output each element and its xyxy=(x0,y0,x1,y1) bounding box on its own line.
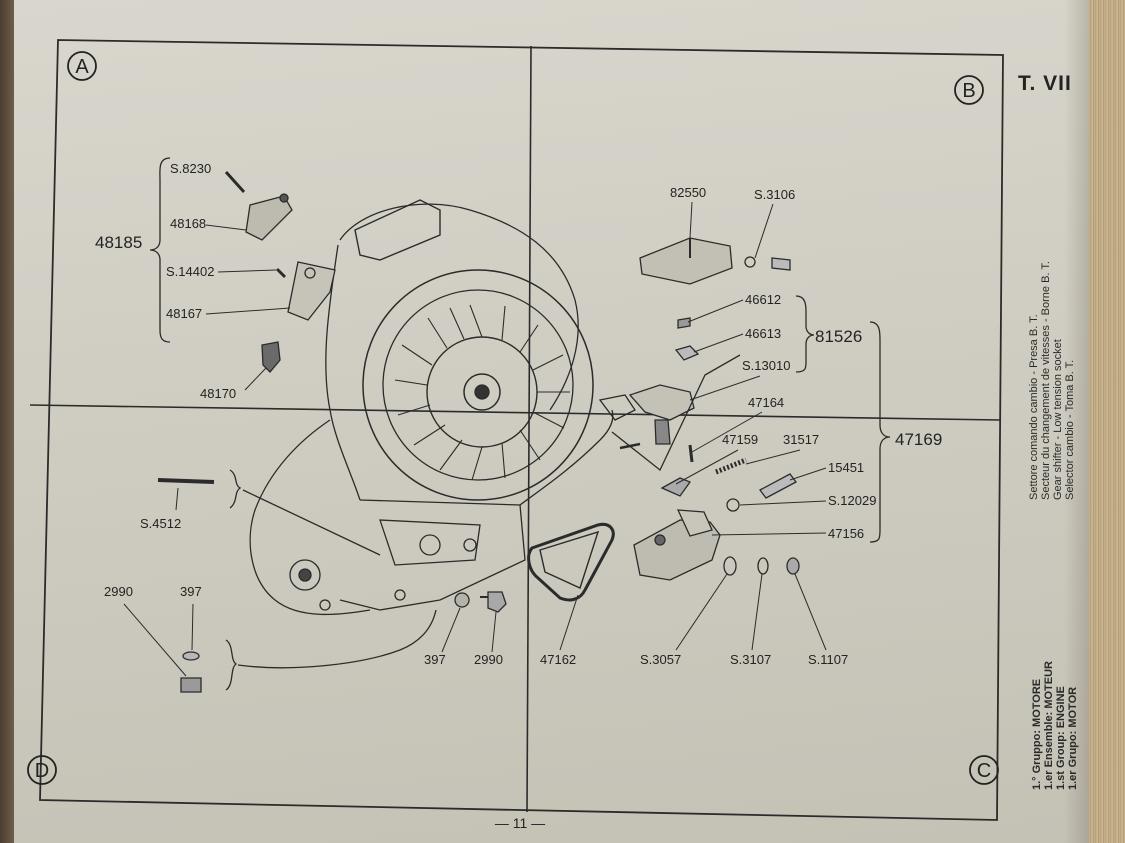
part-label-s14402: S.14402 xyxy=(166,264,214,279)
part-label-s3107: S.3107 xyxy=(730,652,771,667)
leader-lines-d xyxy=(123,487,497,677)
leader-lines-a xyxy=(205,224,291,391)
plate-title: T. VII xyxy=(1018,72,1072,95)
part-label-47164: 47164 xyxy=(748,395,784,410)
brace-81526 xyxy=(795,295,815,373)
quadrant-marker-a: A xyxy=(67,51,97,81)
quadrant-marker-b: B xyxy=(954,75,984,105)
part-label-46612: 46612 xyxy=(745,292,781,307)
gasket-drawing xyxy=(527,522,615,602)
quadrant-marker-c: C xyxy=(969,755,999,785)
assembly-label-81526: 81526 xyxy=(815,327,862,346)
part-label-s4512: S.4512 xyxy=(140,516,181,531)
svg-text:Gear shifter - Low tension soc: Gear shifter - Low tension socket xyxy=(1052,339,1064,500)
gear-shifter-drawing xyxy=(611,237,800,581)
part-label-15451: 15451 xyxy=(828,460,864,475)
book-page-edges xyxy=(1089,0,1125,843)
part-label-48170: 48170 xyxy=(200,386,236,401)
part-label-82550: 82550 xyxy=(670,185,706,200)
svg-text:Secteur du changement de vites: Secteur du changement de vitesses - Born… xyxy=(1040,261,1052,500)
leader-47162 xyxy=(559,594,579,651)
plate-frame xyxy=(29,39,1004,821)
brace-47169 xyxy=(869,321,891,543)
part-label-s3057: S.3057 xyxy=(640,652,681,667)
svg-text:D: D xyxy=(35,760,49,782)
part-label-47159: 47159 xyxy=(722,432,758,447)
group-caption: 1.° Gruppo: MOTORE 1.er Ensemble: MOTEUR… xyxy=(1031,661,1079,790)
page-number: — 11 — xyxy=(495,815,545,831)
svg-text:1.° Gruppo: MOTORE: 1.° Gruppo: MOTORE xyxy=(1031,679,1043,790)
part-label-31517: 31517 xyxy=(783,432,819,447)
part-label-s3106: S.3106 xyxy=(754,187,795,202)
svg-text:A: A xyxy=(75,56,89,78)
svg-text:B: B xyxy=(962,80,975,102)
engine-casing-drawing xyxy=(249,199,636,616)
part-label-48167: 48167 xyxy=(166,306,202,321)
part-label-s1107: S.1107 xyxy=(808,652,848,667)
part-label-397-bottom: 397 xyxy=(424,652,446,667)
socket-parts-drawing xyxy=(224,170,336,373)
svg-text:Selector cambio - Toma B. T.: Selector cambio - Toma B. T. xyxy=(1064,360,1076,500)
svg-text:1.er Ensemble: MOTEUR: 1.er Ensemble: MOTEUR xyxy=(1043,661,1055,790)
part-label-48168: 48168 xyxy=(170,216,206,231)
svg-text:1.st Group: ENGINE: 1.st Group: ENGINE xyxy=(1055,686,1067,790)
section-caption: Settore comando cambio - Presa B. T. Sec… xyxy=(1028,261,1076,500)
assembly-label-48185: 48185 xyxy=(95,233,142,252)
part-label-2990-left: 2990 xyxy=(104,584,133,599)
part-label-s13010: S.13010 xyxy=(742,358,790,373)
leader-lines-bc xyxy=(675,201,827,651)
catalog-page xyxy=(14,0,1104,843)
part-label-46613: 46613 xyxy=(745,326,781,341)
part-label-397-left: 397 xyxy=(180,584,202,599)
assembly-label-47169: 47169 xyxy=(895,430,942,449)
part-label-s12029: S.12029 xyxy=(828,493,876,508)
part-label-s8230: S.8230 xyxy=(170,161,211,176)
part-label-47162: 47162 xyxy=(540,652,576,667)
part-label-47156: 47156 xyxy=(828,526,864,541)
part-label-2990-bottom: 2990 xyxy=(474,652,503,667)
stud-and-plug-drawing xyxy=(157,469,507,693)
svg-text:Settore comando cambio - Presa: Settore comando cambio - Presa B. T. xyxy=(1028,314,1040,500)
quadrant-marker-d: D xyxy=(27,755,57,785)
svg-text:C: C xyxy=(977,760,991,782)
svg-text:1.er Grupo: MOTOR: 1.er Grupo: MOTOR xyxy=(1067,687,1079,790)
